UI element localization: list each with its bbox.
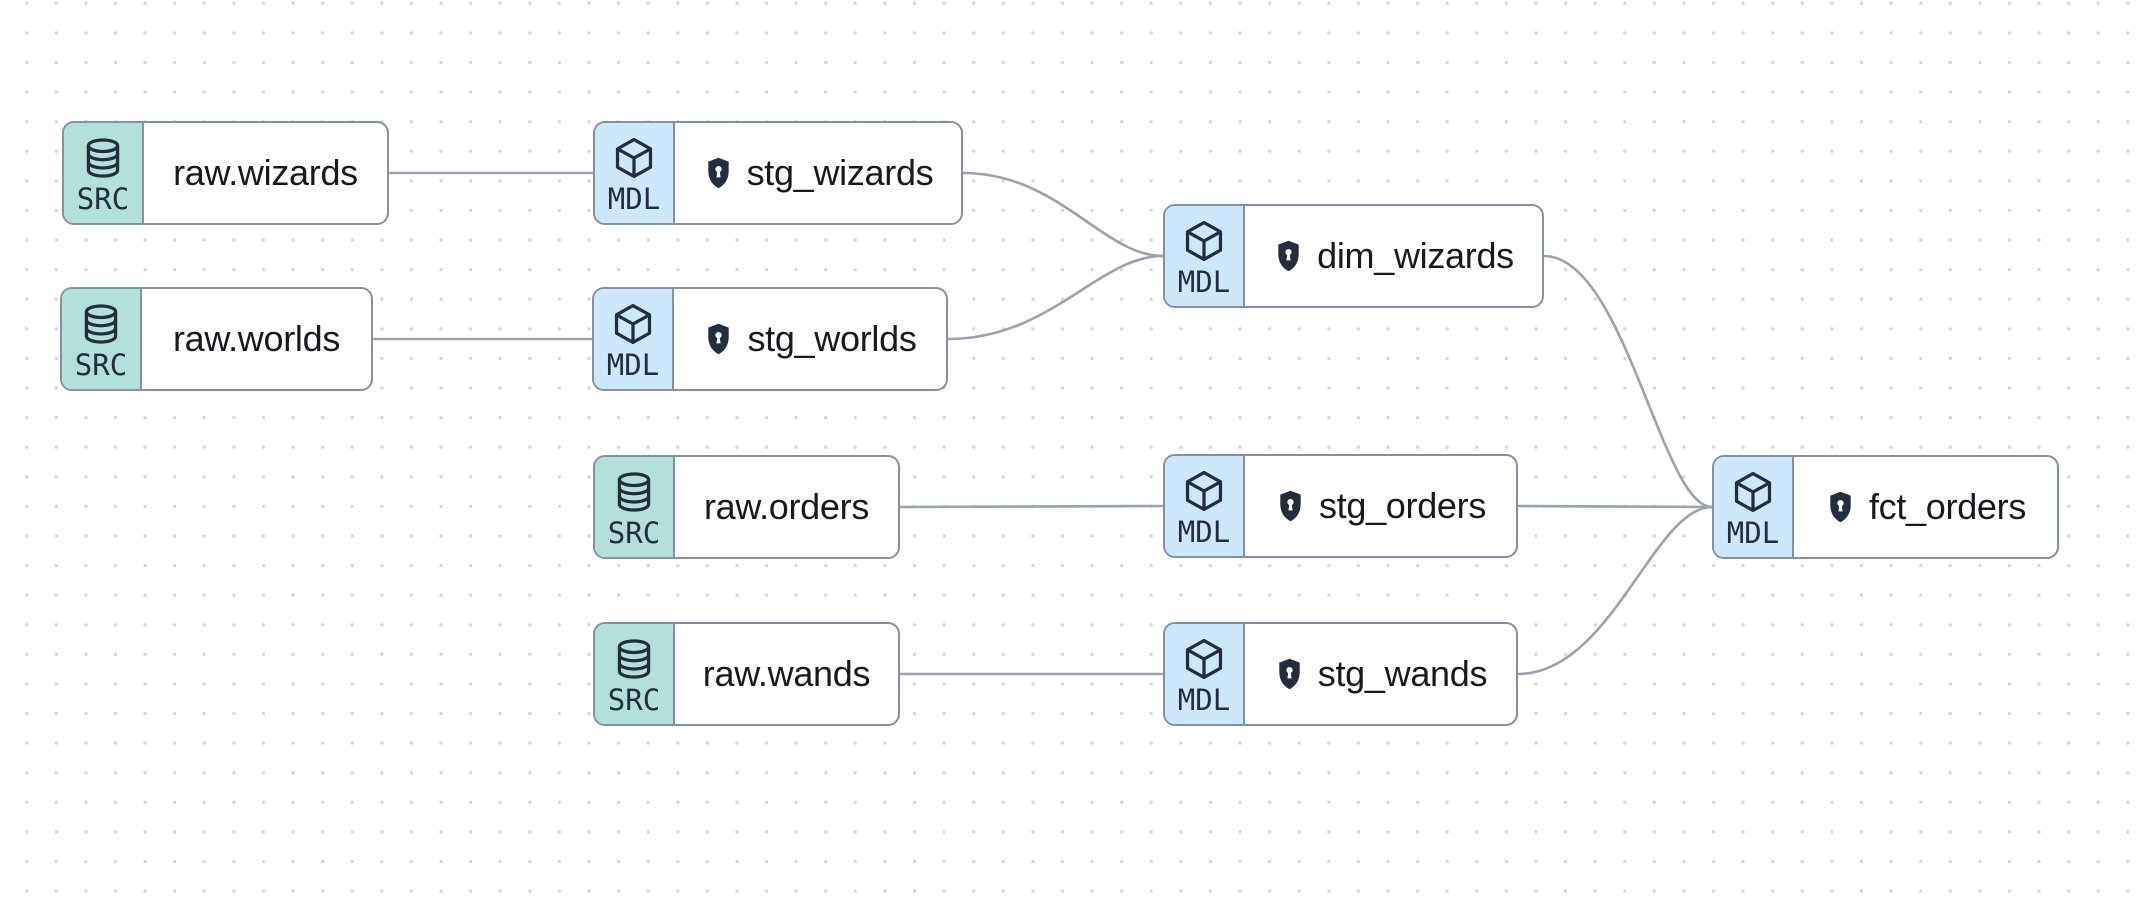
shield-lock-icon (1274, 657, 1305, 691)
node-raw_orders[interactable]: SRC raw.orders (593, 455, 900, 559)
database-icon (611, 469, 657, 515)
node-type-label: MDL (1177, 514, 1231, 549)
cube-icon (610, 301, 656, 347)
node-body: stg_wands (1245, 624, 1516, 724)
shield-lock-icon (703, 156, 734, 190)
node-body: stg_orders (1245, 456, 1516, 556)
node-stg_orders[interactable]: MDL stg_orders (1163, 454, 1518, 558)
database-icon (80, 135, 126, 181)
node-type-badge: MDL (1165, 624, 1245, 724)
shield-lock-icon (1825, 490, 1856, 524)
node-type-badge: SRC (595, 457, 675, 557)
node-body: raw.wands (675, 624, 898, 724)
node-body: raw.worlds (142, 289, 371, 389)
database-icon (611, 636, 657, 682)
shield-lock-icon (1275, 489, 1306, 523)
node-label: stg_orders (1318, 485, 1487, 526)
node-type-label: MDL (1177, 264, 1231, 299)
node-type-label: MDL (1726, 515, 1780, 550)
cube-icon (1181, 468, 1227, 514)
edge-dim_wizards-fct_orders (1542, 254, 1714, 509)
node-type-badge: SRC (595, 624, 675, 724)
node-label: raw.worlds (172, 318, 341, 359)
node-body: raw.wizards (144, 123, 387, 223)
node-type-label: MDL (607, 181, 661, 216)
node-type-badge: MDL (1165, 456, 1245, 556)
node-type-label: MDL (1177, 682, 1231, 717)
node-type-label: MDL (606, 347, 660, 382)
shield-lock-icon (1273, 239, 1304, 273)
node-label: raw.wands (702, 653, 871, 694)
node-label: stg_wizards (746, 152, 934, 193)
node-type-badge: MDL (594, 289, 674, 389)
node-type-badge: SRC (64, 123, 144, 223)
node-raw_wands[interactable]: SRC raw.wands (593, 622, 900, 726)
node-label: raw.orders (703, 486, 870, 527)
shield-lock-icon (703, 322, 734, 356)
edge-stg_orders-fct_orders (1516, 504, 1714, 509)
node-body: fct_orders (1794, 457, 2057, 557)
node-stg_wizards[interactable]: MDL stg_wizards (593, 121, 963, 225)
edge-stg_wizards-dim_wizards (961, 171, 1165, 258)
node-fct_orders[interactable]: MDL fct_orders (1712, 455, 2059, 559)
edge-stg_worlds-dim_wizards (946, 254, 1165, 341)
node-body: stg_wizards (675, 123, 961, 223)
edge-raw_orders-stg_orders (898, 504, 1165, 509)
node-label: stg_worlds (747, 318, 917, 359)
node-label: dim_wizards (1317, 235, 1514, 276)
node-label: stg_wands (1317, 653, 1488, 694)
cube-icon (1181, 636, 1227, 682)
edge-stg_wands-fct_orders (1516, 505, 1714, 676)
node-type-label: SRC (607, 682, 661, 717)
node-type-badge: MDL (1714, 457, 1794, 557)
cube-icon (611, 135, 657, 181)
database-icon (78, 301, 124, 347)
node-stg_wands[interactable]: MDL stg_wands (1163, 622, 1518, 726)
node-type-label: SRC (74, 347, 128, 382)
cube-icon (1181, 218, 1227, 264)
node-body: raw.orders (675, 457, 898, 557)
node-type-badge: MDL (595, 123, 675, 223)
node-type-badge: SRC (62, 289, 142, 389)
node-label: fct_orders (1868, 486, 2027, 527)
node-type-badge: MDL (1165, 206, 1245, 306)
node-dim_wizards[interactable]: MDL dim_wizards (1163, 204, 1544, 308)
cube-icon (1730, 469, 1776, 515)
node-body: stg_worlds (674, 289, 946, 389)
node-stg_worlds[interactable]: MDL stg_worlds (592, 287, 948, 391)
node-type-label: SRC (76, 181, 130, 216)
node-type-label: SRC (607, 515, 661, 550)
node-body: dim_wizards (1245, 206, 1542, 306)
node-raw_worlds[interactable]: SRC raw.worlds (60, 287, 373, 391)
node-raw_wizards[interactable]: SRC raw.wizards (62, 121, 389, 225)
node-label: raw.wizards (173, 152, 358, 193)
